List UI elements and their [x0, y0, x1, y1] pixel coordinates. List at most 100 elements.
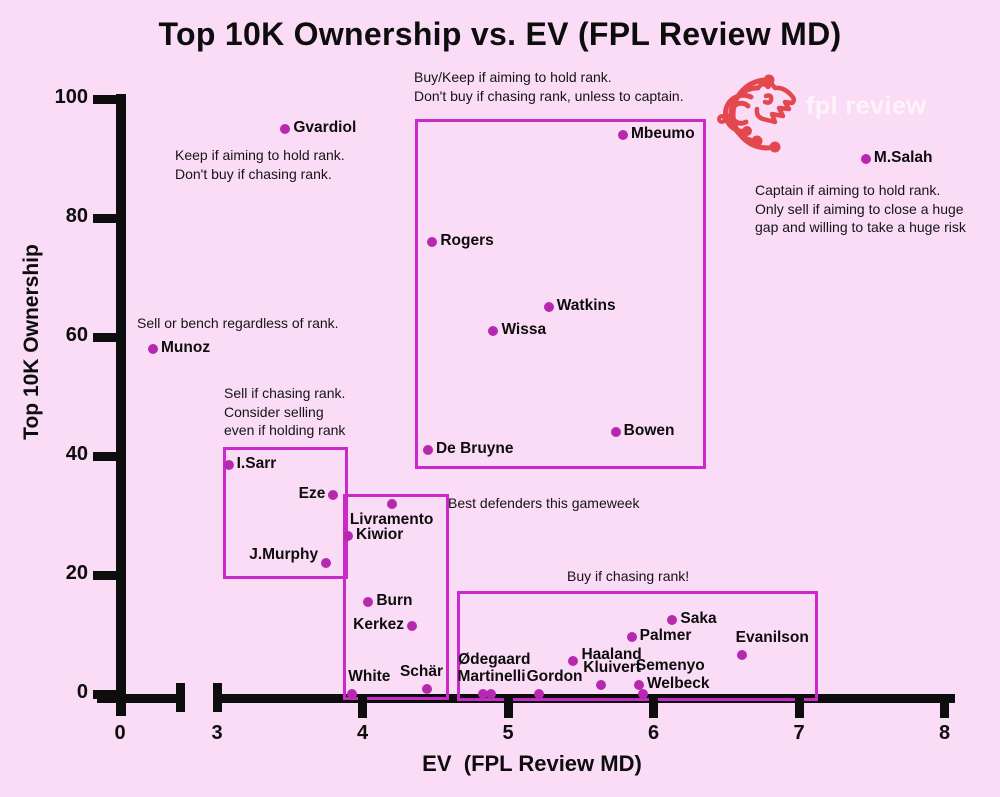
data-point-saka — [667, 614, 678, 625]
y-tick-20 — [93, 570, 117, 580]
data-point-watkins — [543, 302, 554, 313]
y-tick-80 — [93, 213, 117, 223]
x-tick-label-8: 8 — [938, 722, 951, 744]
y-tick-label-20: 20 — [65, 562, 88, 584]
data-point-munoz — [148, 343, 158, 354]
data-point-degaard — [478, 689, 489, 699]
data-point-i-sarr — [223, 459, 234, 470]
point-label-watkins: Watkins — [556, 297, 616, 315]
x-axis-segment-a — [97, 694, 181, 703]
data-point-wissa — [488, 326, 499, 337]
data-point-evanilson — [737, 650, 748, 661]
point-label-de-bruyne: De Bruyne — [435, 440, 514, 458]
data-point-kiwior — [342, 531, 353, 542]
point-label-welbeck: Welbeck — [646, 675, 710, 693]
data-point-welbeck — [633, 680, 644, 691]
x-tick-8 — [940, 694, 949, 718]
logo-wordmark: fpl review — [806, 92, 927, 120]
point-label-gvardiol: Gvardiol — [293, 118, 357, 136]
anno-keep-hold: Keep if aiming to hold rank. Don't buy i… — [175, 147, 345, 182]
anno-buy-chasing: Buy if chasing rank! — [567, 568, 690, 584]
point-label-bowen: Bowen — [623, 422, 675, 440]
fpl-review-logo: fpl review — [716, 74, 946, 158]
point-label-saka: Saka — [680, 609, 717, 627]
y-tick-0 — [93, 689, 117, 699]
data-point-sch-r — [421, 684, 432, 695]
anno-sell-bench: Sell or bench regardless of rank. — [137, 315, 339, 331]
y-tick-40 — [93, 451, 117, 461]
box-sell-chasing-group — [223, 447, 348, 579]
point-label-burn: Burn — [376, 591, 413, 609]
y-tick-label-0: 0 — [76, 681, 88, 703]
point-label-i-sarr: I.Sarr — [236, 455, 277, 473]
point-label-j-murphy: J.Murphy — [249, 546, 319, 564]
data-point-haaland — [568, 656, 579, 667]
data-point-palmer — [626, 632, 637, 643]
x-tick-label-3: 3 — [211, 722, 223, 744]
point-label-martinelli: Martinelli — [457, 668, 526, 685]
point-label-m-salah: M.Salah — [873, 148, 933, 166]
anno-sell-chasing: Sell if chasing rank. Consider selling e… — [224, 385, 346, 438]
point-label-semenyo: Semenyo — [635, 657, 705, 674]
x-tick-label-0: 0 — [114, 722, 126, 744]
data-point-m-salah — [860, 153, 871, 164]
y-tick-100 — [93, 94, 117, 104]
data-point-rogers — [427, 236, 438, 247]
data-point-de-bruyne — [422, 445, 433, 456]
anno-captain-salah: Captain if aiming to hold rank. Only sel… — [755, 182, 966, 235]
anno-best-defenders: Best defenders this gameweek — [448, 495, 640, 511]
data-point-white — [347, 689, 358, 699]
chart-title: Top 10K Ownership vs. EV (FPL Review MD) — [158, 16, 842, 52]
y-tick-label-40: 40 — [65, 443, 88, 465]
x-axis-title: EV (FPL Review MD) — [422, 751, 642, 776]
x-tick-4 — [358, 694, 367, 718]
data-point-bowen — [610, 427, 621, 438]
y-tick-label-80: 80 — [65, 205, 88, 227]
x-tick-5 — [503, 694, 513, 718]
x-tick-6 — [649, 694, 658, 718]
point-label-degaard: Ødegaard — [458, 651, 531, 668]
box-buy-chasing-group — [457, 591, 818, 701]
point-label-livramento: Livramento — [349, 510, 434, 528]
data-point-gvardiol — [280, 123, 291, 134]
point-label-haaland: Haaland — [581, 646, 642, 664]
x-tick-label-7: 7 — [793, 722, 805, 744]
point-label-kerkez: Kerkez — [353, 615, 404, 633]
x-tick-label-5: 5 — [502, 722, 514, 744]
point-label-sch-r: Schär — [399, 663, 444, 681]
data-point-mbeumo — [617, 129, 628, 140]
data-point-semenyo — [638, 689, 649, 699]
point-label-wissa: Wissa — [501, 321, 547, 339]
point-label-evanilson: Evanilson — [735, 629, 809, 647]
data-point-j-murphy — [321, 558, 332, 569]
data-point-gordon — [533, 689, 544, 699]
point-label-mbeumo: Mbeumo — [630, 124, 695, 142]
point-label-rogers: Rogers — [440, 231, 494, 249]
box-best-defenders-group — [343, 494, 449, 700]
data-point-kluivert — [596, 680, 607, 691]
point-label-palmer: Palmer — [639, 627, 692, 645]
point-label-kluivert: Kluivert — [583, 659, 641, 677]
data-point-livramento — [386, 498, 397, 509]
lion-circuit-icon — [717, 74, 796, 153]
x-tick-label-4: 4 — [356, 722, 369, 744]
x-tick-label-6: 6 — [647, 722, 660, 744]
data-point-kerkez — [406, 620, 417, 631]
point-label-eze: Eze — [298, 484, 326, 502]
axis-break-cap-left — [176, 683, 185, 712]
y-axis-line — [116, 94, 126, 716]
data-point-burn — [363, 596, 374, 607]
point-label-munoz: Munoz — [161, 338, 211, 356]
box-buy-keep-hold-group — [415, 119, 706, 469]
y-tick-60 — [93, 332, 117, 342]
y-tick-label-100: 100 — [54, 86, 88, 108]
point-label-gordon: Gordon — [526, 668, 583, 685]
point-label-kiwior: Kiwior — [355, 526, 404, 544]
point-label-white: White — [348, 668, 391, 685]
data-point-martinelli — [485, 689, 496, 699]
x-tick-7 — [794, 694, 804, 718]
y-tick-label-60: 60 — [65, 324, 88, 346]
anno-buy-keep-hold: Buy/Keep if aiming to hold rank. Don't b… — [414, 69, 684, 104]
